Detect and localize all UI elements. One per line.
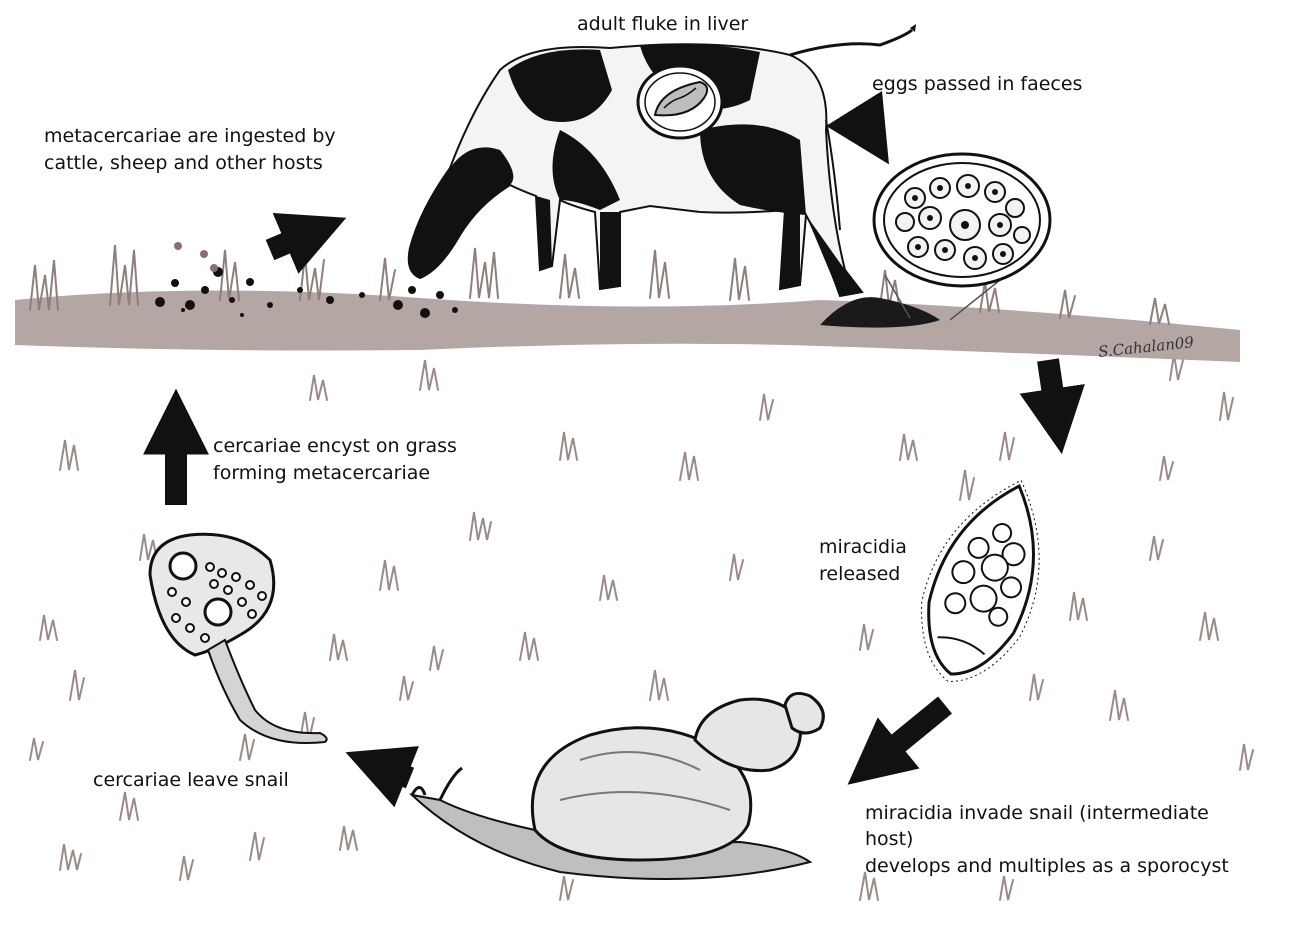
- arrow-to-cow: [270, 228, 322, 250]
- label-encyst-line2: forming metacercariae: [213, 461, 430, 486]
- pasture-ground: [15, 245, 1240, 362]
- cow-illustration: [409, 24, 916, 296]
- label-invade-line1: miracidia invade snail (intermediate: [865, 801, 1209, 826]
- label-miracidia-line1: miracidia: [819, 535, 907, 560]
- cercaria-illustration: [150, 534, 327, 743]
- arrow-to-miracidium: [1048, 360, 1058, 428]
- label-ingested-line2: cattle, sheep and other hosts: [44, 151, 323, 176]
- arrow-to-snail: [868, 705, 945, 768]
- egg-inset: [874, 154, 1050, 320]
- label-invade-line2: host): [865, 827, 913, 852]
- label-eggs-passed: eggs passed in faeces: [872, 72, 1082, 97]
- label-encyst-line1: cercariae encyst on grass: [213, 434, 457, 459]
- label-miracidia-line2: released: [819, 562, 900, 587]
- label-leave-snail: cercariae leave snail: [93, 768, 289, 793]
- label-adult-fluke: adult fluke in liver: [577, 12, 748, 37]
- arrow-to-cercaria: [370, 762, 410, 778]
- label-invade-line3: develops and multiples as a sporocyst: [865, 854, 1229, 879]
- miracidium-illustration: [898, 462, 1072, 700]
- snail-illustration: [412, 693, 823, 879]
- adult-fluke-inset: [638, 66, 722, 138]
- label-ingested-line1: metacercariae are ingested by: [44, 124, 336, 149]
- arrow-to-egg: [855, 110, 875, 142]
